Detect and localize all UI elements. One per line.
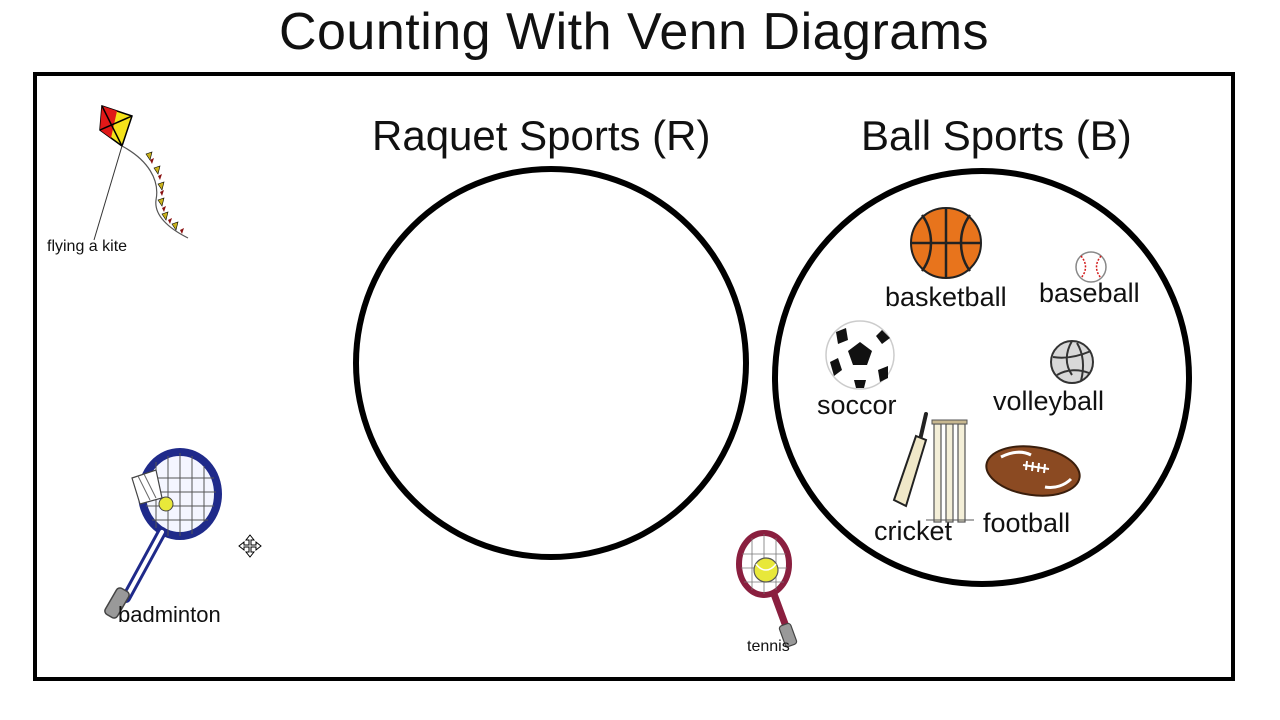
- set-label-raquet: Raquet Sports (R): [372, 112, 710, 160]
- set-label-ball: Ball Sports (B): [861, 112, 1132, 160]
- basketball-label: basketball: [885, 282, 1007, 313]
- page-title: Counting With Venn Diagrams: [0, 2, 1268, 62]
- volleyball-icon[interactable]: [1049, 339, 1095, 385]
- cricket-label: cricket: [874, 516, 952, 547]
- football-label: football: [983, 508, 1070, 539]
- kite-label: flying a kite: [47, 238, 127, 256]
- football-icon[interactable]: [983, 443, 1083, 499]
- volleyball-label: volleyball: [993, 386, 1104, 417]
- basketball-icon[interactable]: [908, 205, 984, 281]
- baseball-label: baseball: [1039, 278, 1140, 309]
- tennis-racket-icon[interactable]: [732, 528, 804, 650]
- move-cursor-icon: [238, 534, 262, 558]
- badminton-label: badminton: [118, 602, 221, 628]
- tennis-label: tennis: [747, 638, 790, 656]
- raquet-sports-circle[interactable]: [353, 166, 749, 560]
- kite-icon[interactable]: [88, 100, 198, 245]
- soccer-ball-icon[interactable]: [822, 318, 898, 392]
- cricket-bat-wicket-icon[interactable]: [880, 410, 976, 528]
